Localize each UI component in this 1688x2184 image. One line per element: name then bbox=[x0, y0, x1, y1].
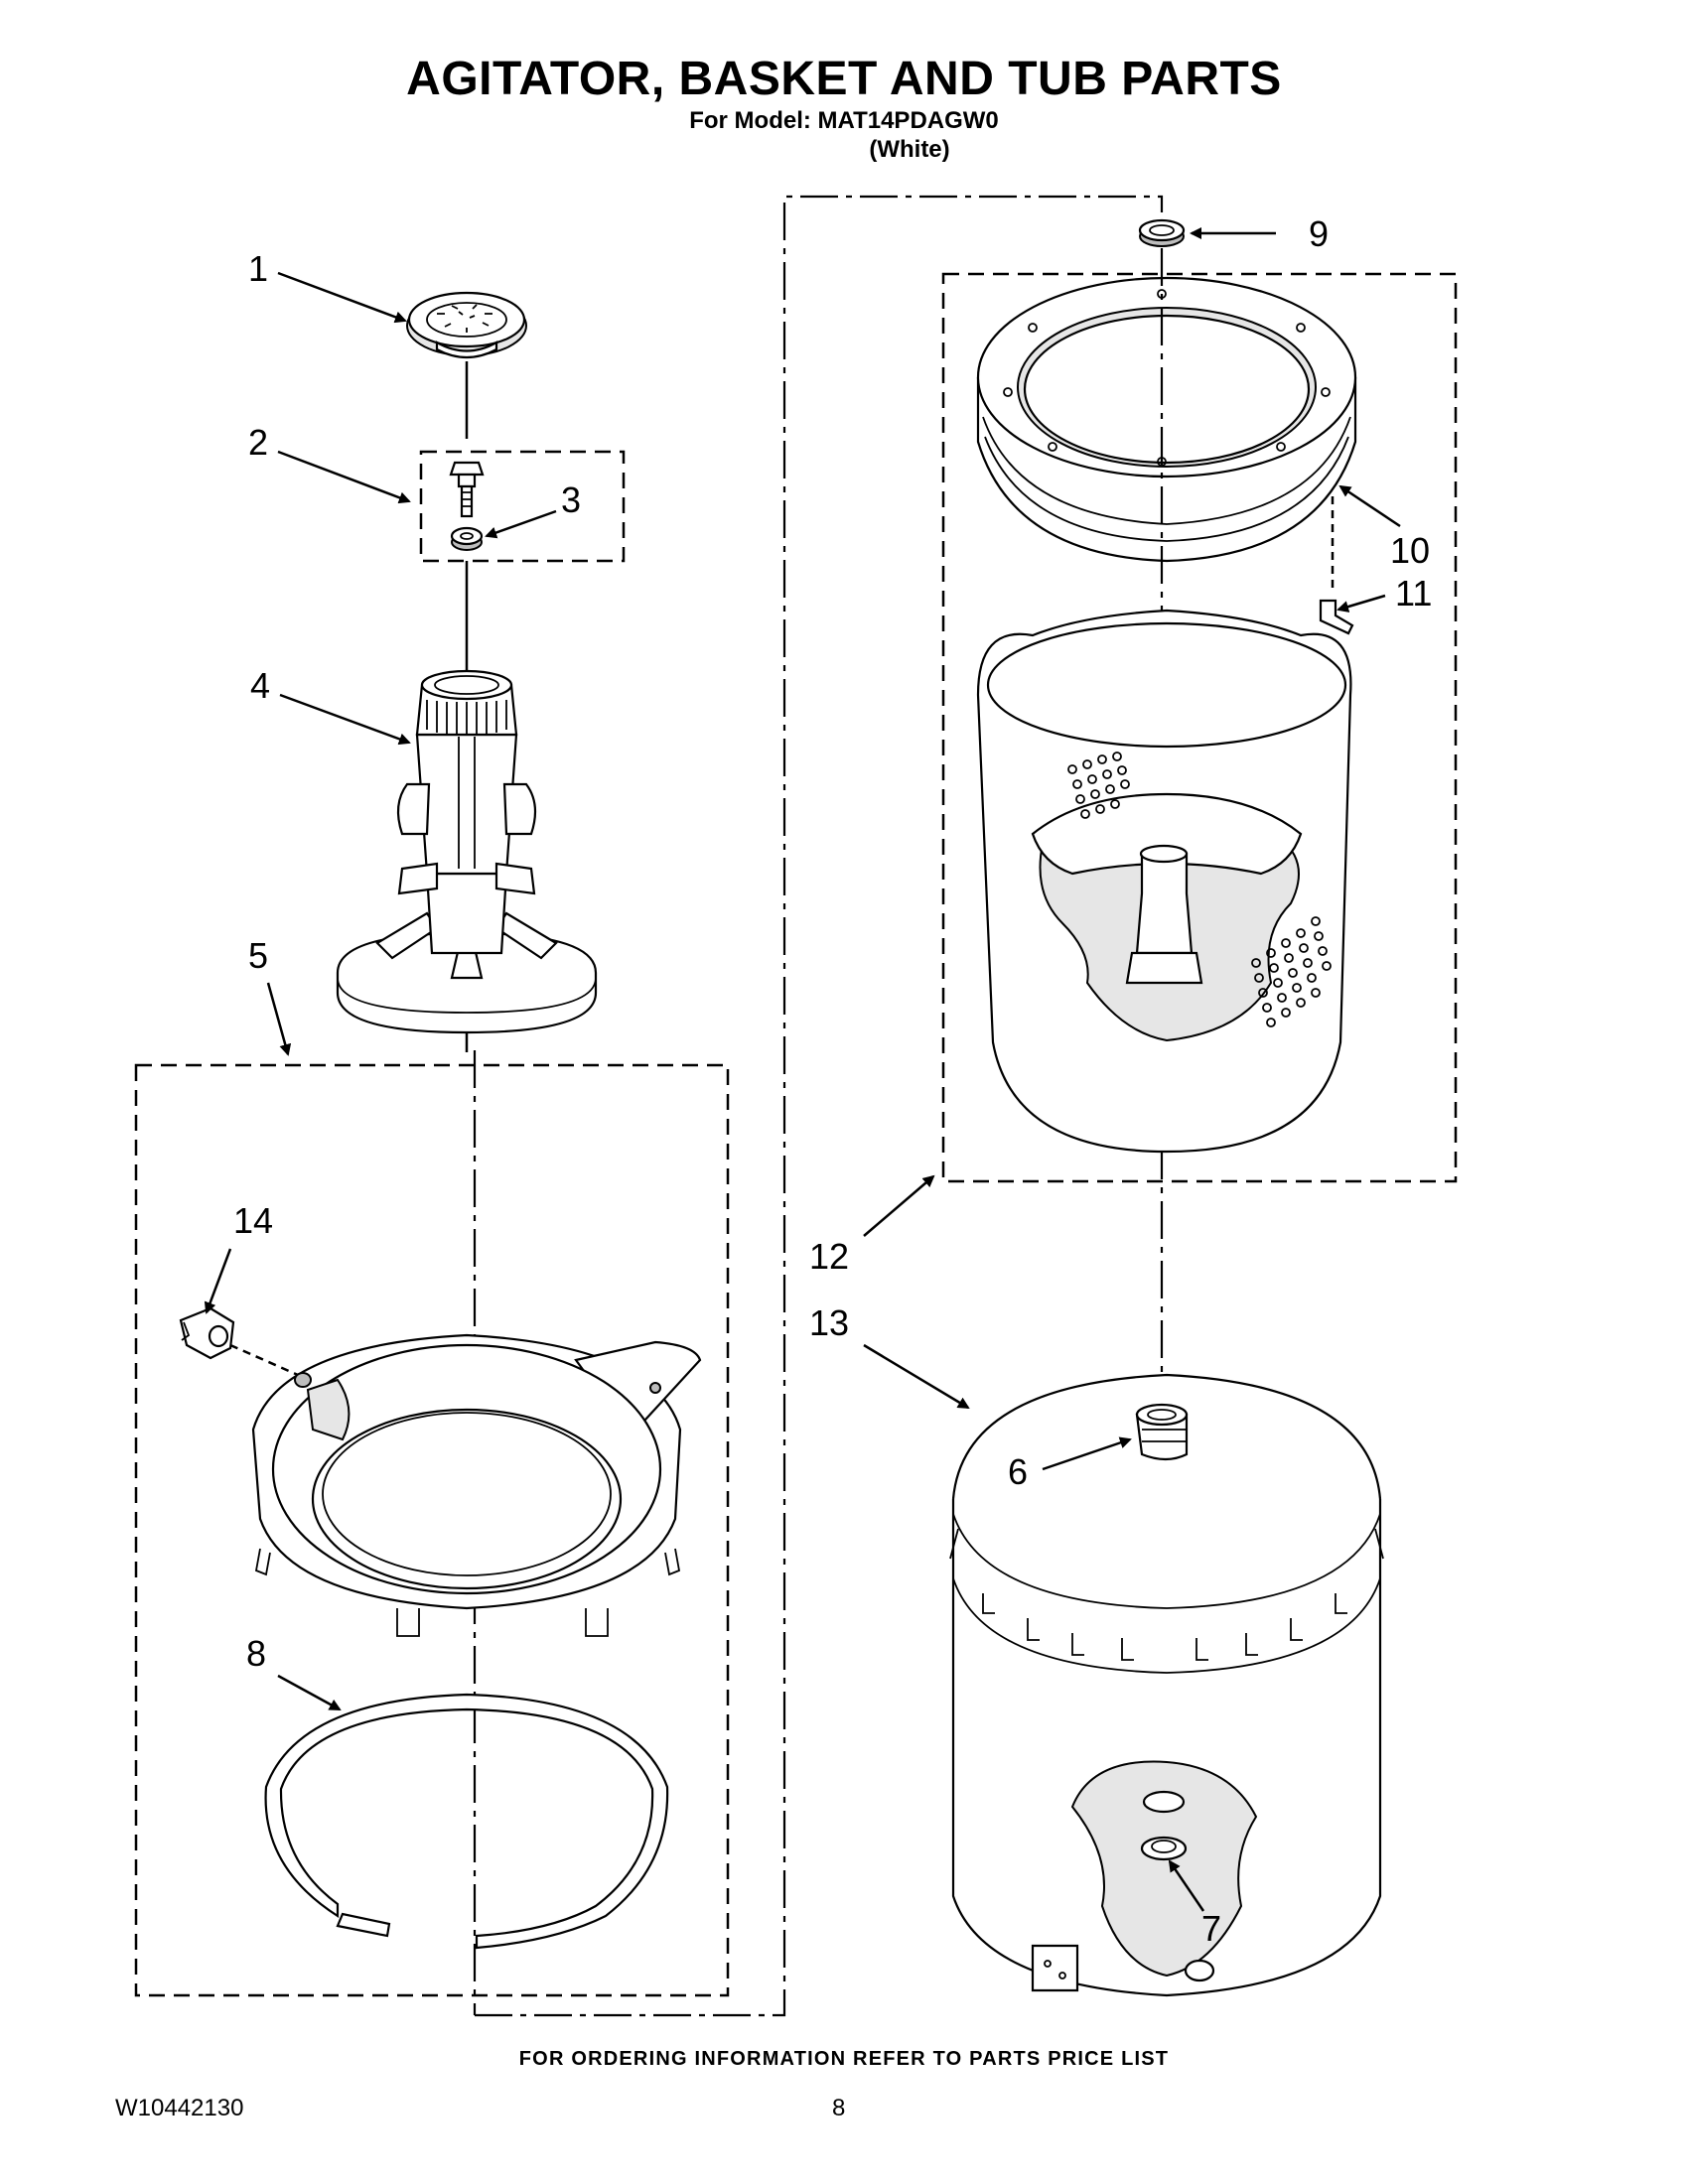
assembly-connector-line bbox=[475, 195, 1164, 2017]
callout-9: 9 bbox=[1309, 213, 1329, 254]
leader-lines bbox=[204, 227, 1401, 1912]
callout-6: 6 bbox=[1008, 1451, 1028, 1492]
callout-11: 11 bbox=[1395, 573, 1432, 614]
part-2-group-box bbox=[419, 450, 626, 563]
callout-14: 14 bbox=[233, 1200, 273, 1241]
callout-3: 3 bbox=[561, 479, 581, 520]
part-agitator bbox=[336, 669, 598, 1034]
part-12-group-box bbox=[941, 272, 1458, 1183]
callout-8: 8 bbox=[246, 1633, 266, 1674]
basket-perforations bbox=[1067, 751, 1332, 1027]
callout-4: 4 bbox=[250, 665, 270, 706]
ordering-note: FOR ORDERING INFORMATION REFER TO PARTS … bbox=[518, 2048, 1170, 2070]
callout-7: 7 bbox=[1201, 1908, 1221, 1949]
callout-10: 10 bbox=[1390, 530, 1430, 571]
page-number: 8 bbox=[832, 2095, 846, 2121]
callout-numbers: 1 2 3 4 5 6 7 8 9 10 11 12 13 14 bbox=[233, 213, 1432, 1949]
part-5-group-box bbox=[134, 1063, 730, 1997]
part-suspension-clip bbox=[179, 1306, 235, 1360]
part-agitator-cap bbox=[406, 291, 527, 359]
part-balance-ring bbox=[976, 276, 1357, 563]
part-tub-ring bbox=[251, 1333, 702, 1637]
callout-13: 13 bbox=[809, 1302, 849, 1343]
part-tub-seal bbox=[1135, 1403, 1189, 1461]
part-agitator-bolt bbox=[449, 461, 485, 518]
model-color: (White) bbox=[869, 136, 950, 163]
part-balance-ring-clip bbox=[1319, 599, 1354, 635]
callout-2: 2 bbox=[248, 422, 268, 463]
model-number: For Model: MAT14PDAGW0 bbox=[689, 107, 999, 134]
callout-1: 1 bbox=[248, 248, 268, 289]
part-hub-nut bbox=[1138, 218, 1186, 247]
part-basket bbox=[976, 609, 1352, 1154]
callout-12: 12 bbox=[809, 1236, 849, 1277]
part-agitator-washer bbox=[450, 526, 484, 551]
part-snap-ring bbox=[264, 1693, 669, 1950]
document-number: W10442130 bbox=[115, 2095, 244, 2121]
page-title: AGITATOR, BASKET AND TUB PARTS bbox=[406, 53, 1282, 105]
callout-5: 5 bbox=[248, 935, 268, 976]
